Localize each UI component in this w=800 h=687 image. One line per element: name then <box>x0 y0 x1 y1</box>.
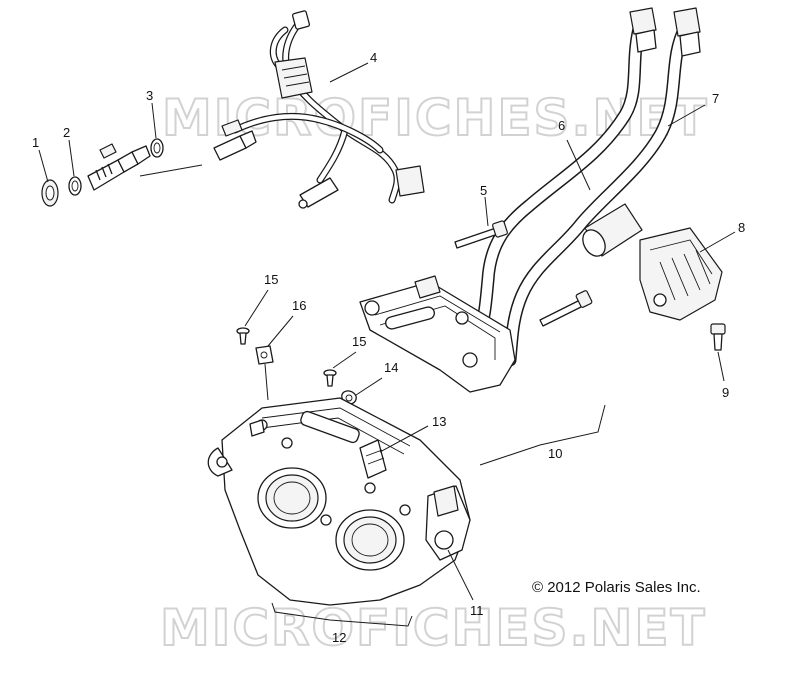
part-1-seal <box>41 179 59 207</box>
callout-9: 9 <box>722 385 729 400</box>
part-16-clamp <box>255 345 274 401</box>
callout-4: 4 <box>370 50 377 65</box>
callout-15-left: 15 <box>264 272 278 287</box>
callout-5: 5 <box>480 183 487 198</box>
callout-10: 10 <box>548 446 562 461</box>
callout-6: 6 <box>558 118 565 133</box>
part-6-7-fuel-hoses <box>471 7 701 367</box>
callout-16: 16 <box>292 298 306 313</box>
part-2-o-ring <box>68 176 82 196</box>
throttle-body <box>207 397 471 606</box>
part-4-wiring-harness <box>213 10 425 209</box>
callout-13: 13 <box>432 414 446 429</box>
part-15-screw-right <box>323 369 337 387</box>
part-3-o-ring <box>150 138 164 158</box>
watermark-bottom: MICROFICHES.NET <box>160 599 707 657</box>
fuel-rail <box>359 275 516 393</box>
fuel-injector-left <box>87 143 151 191</box>
part-8-sensor-module <box>639 227 723 321</box>
part-5-bolts <box>454 220 593 327</box>
part-15-screw-left <box>236 327 250 345</box>
part-9-screw <box>710 323 726 351</box>
callout-2: 2 <box>63 125 70 140</box>
callout-14: 14 <box>384 360 398 375</box>
callout-1: 1 <box>32 135 39 150</box>
callout-8: 8 <box>738 220 745 235</box>
callout-15-right: 15 <box>352 334 366 349</box>
callout-7: 7 <box>712 91 719 106</box>
callout-11: 11 <box>470 603 484 618</box>
callout-numbers: 1 2 3 4 5 6 7 8 9 10 11 12 13 14 15 15 1… <box>32 50 745 645</box>
callout-12: 12 <box>332 630 346 645</box>
leader-lines <box>38 62 736 627</box>
copyright-text: © 2012 Polaris Sales Inc. <box>532 579 701 596</box>
callout-3: 3 <box>146 88 153 103</box>
